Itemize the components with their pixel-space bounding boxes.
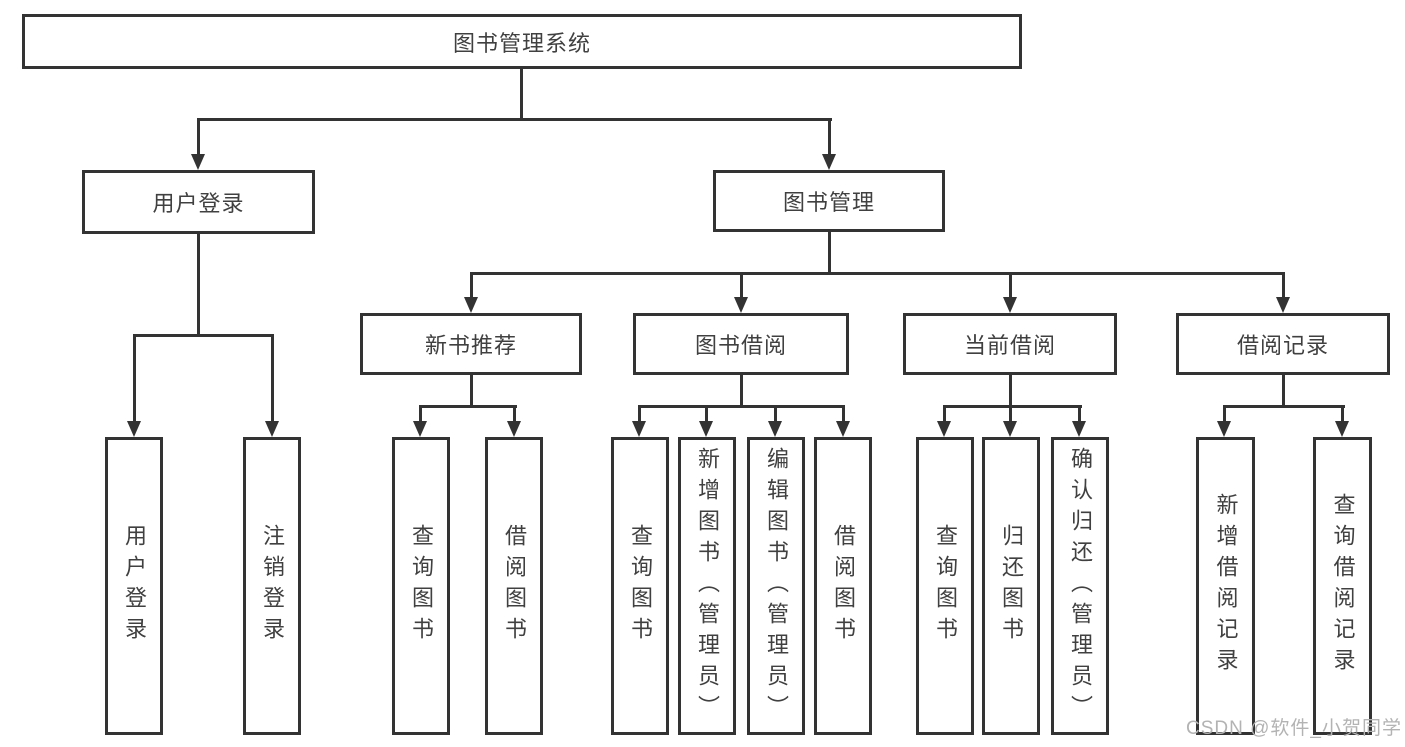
arrow-down-icon — [836, 421, 850, 437]
connector-line — [638, 405, 845, 408]
connector-line — [943, 405, 946, 423]
connector-line — [1009, 405, 1012, 423]
node-borrowing-records: 借阅记录 — [1176, 313, 1390, 375]
arrow-down-icon — [265, 421, 279, 437]
connector-line — [1282, 272, 1285, 300]
leaf-borrow-edit-books-admin-label: 编辑图书（管理员） — [764, 446, 789, 726]
connector-line — [419, 405, 422, 423]
node-root: 图书管理系统 — [22, 14, 1022, 69]
node-root-label: 图书管理系统 — [452, 30, 591, 56]
arrow-down-icon — [127, 421, 141, 437]
connector-line — [513, 405, 516, 423]
connector-line — [1282, 375, 1285, 408]
leaf-recommend-borrow-books: 借阅图书 — [485, 437, 543, 735]
connector-line — [705, 405, 708, 423]
node-new-book-recommendation: 新书推荐 — [360, 313, 582, 375]
leaf-records-query-record-label: 查询借阅记录 — [1330, 493, 1356, 679]
leaf-borrow-add-books-admin: 新增图书（管理员） — [678, 437, 736, 735]
connector-line — [419, 405, 517, 408]
leaf-borrow-add-books-admin-label: 新增图书（管理员） — [695, 446, 720, 726]
leaf-records-add-record-label: 新增借阅记录 — [1213, 493, 1239, 679]
leaf-borrow-borrow-books-label: 借阅图书 — [831, 524, 856, 648]
leaf-records-query-record: 查询借阅记录 — [1313, 437, 1372, 735]
connector-line — [197, 118, 832, 121]
connector-line — [842, 405, 845, 423]
arrow-down-icon — [413, 421, 427, 437]
arrow-down-icon — [464, 297, 478, 313]
connector-line — [638, 405, 641, 423]
connector-line — [271, 334, 274, 423]
leaf-borrow-query-books-label: 查询图书 — [628, 524, 653, 648]
leaf-recommend-borrow-books-label: 借阅图书 — [502, 524, 527, 648]
node-current-borrowing: 当前借阅 — [903, 313, 1117, 375]
leaf-recommend-query-books-label: 查询图书 — [409, 524, 434, 648]
leaf-current-confirm-return-admin: 确认归还（管理员） — [1051, 437, 1109, 735]
connector-line — [828, 118, 831, 156]
connector-line — [1009, 272, 1012, 300]
connector-line — [470, 272, 1285, 275]
arrow-down-icon — [507, 421, 521, 437]
arrow-down-icon — [1276, 297, 1290, 313]
connector-line — [774, 405, 777, 423]
leaf-borrow-borrow-books: 借阅图书 — [814, 437, 872, 735]
connector-line — [470, 375, 473, 408]
node-current-borrowing-label: 当前借阅 — [963, 333, 1056, 358]
leaf-user-login: 用户登录 — [105, 437, 163, 735]
connector-line — [133, 334, 136, 423]
connector-line — [133, 334, 274, 337]
arrow-down-icon — [191, 154, 205, 170]
arrow-down-icon — [768, 421, 782, 437]
arrow-down-icon — [1003, 421, 1017, 437]
connector-line — [197, 234, 200, 337]
connector-line — [1223, 405, 1345, 408]
connector-line — [1078, 405, 1081, 423]
node-book-management: 图书管理 — [713, 170, 945, 232]
leaf-current-return-books: 归还图书 — [982, 437, 1040, 735]
leaf-current-query-books-label: 查询图书 — [933, 524, 958, 648]
leaf-logout-label: 注销登录 — [260, 524, 285, 648]
node-book-borrowing: 图书借阅 — [633, 313, 849, 375]
arrow-down-icon — [632, 421, 646, 437]
leaf-current-confirm-return-admin-label: 确认归还（管理员） — [1068, 446, 1093, 726]
connector-line — [828, 232, 831, 274]
leaf-records-add-record: 新增借阅记录 — [1196, 437, 1255, 735]
arrow-down-icon — [822, 154, 836, 170]
leaf-user-login-label: 用户登录 — [122, 524, 147, 648]
connector-line — [740, 375, 743, 408]
arrow-down-icon — [1217, 421, 1231, 437]
connector-line — [740, 272, 743, 300]
node-user-login-label: 用户登录 — [152, 191, 245, 216]
node-borrowing-records-label: 借阅记录 — [1236, 333, 1329, 358]
node-user-login: 用户登录 — [82, 170, 315, 234]
connector-line — [1341, 405, 1344, 423]
arrow-down-icon — [1072, 421, 1086, 437]
connector-line — [1223, 405, 1226, 423]
arrow-down-icon — [734, 297, 748, 313]
arrow-down-icon — [699, 421, 713, 437]
arrow-down-icon — [1335, 421, 1349, 437]
leaf-logout: 注销登录 — [243, 437, 301, 735]
leaf-borrow-edit-books-admin: 编辑图书（管理员） — [747, 437, 805, 735]
leaf-current-return-books-label: 归还图书 — [999, 524, 1024, 648]
node-book-borrowing-label: 图书借阅 — [694, 333, 787, 358]
node-book-management-label: 图书管理 — [782, 190, 875, 215]
arrow-down-icon — [937, 421, 951, 437]
connector-line — [197, 118, 200, 156]
connector-line — [470, 272, 473, 300]
connector-line — [520, 69, 523, 121]
leaf-current-query-books: 查询图书 — [916, 437, 974, 735]
connector-line — [1009, 375, 1012, 408]
arrow-down-icon — [1003, 297, 1017, 313]
node-new-book-recommendation-label: 新书推荐 — [424, 333, 517, 358]
csdn-watermark: CSDN @软件_小贺同学 — [1186, 718, 1402, 739]
leaf-recommend-query-books: 查询图书 — [392, 437, 450, 735]
connector-line — [943, 405, 1082, 408]
leaf-borrow-query-books: 查询图书 — [611, 437, 669, 735]
